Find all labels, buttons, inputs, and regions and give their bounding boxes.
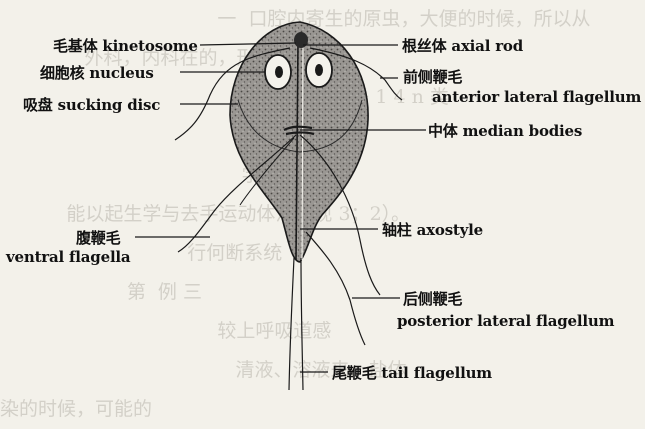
giardia-trophozoite-diagram — [0, 0, 645, 390]
label-ventral-en: ventral flagella — [6, 248, 130, 266]
nucleus-right — [306, 53, 332, 87]
label-axostyle: 轴柱 axostyle — [382, 219, 483, 240]
label-anterior-zh: 前侧鞭毛 — [403, 66, 462, 87]
tail-flagellum-right — [301, 258, 303, 390]
posterior-flagellum — [306, 232, 365, 345]
label-axial-rod: 根丝体 axial rod — [402, 35, 523, 56]
label-posterior-zh: 后侧鞭毛 — [403, 288, 462, 309]
label-sucking-disc: 吸盘 sucking disc — [23, 94, 160, 115]
label-kinetosome: 毛基体 kinetosome — [53, 35, 198, 56]
nucleus-left — [265, 55, 291, 89]
label-nucleus: 细胞核 nucleus — [40, 62, 154, 83]
label-median-bodies: 中体 median bodies — [428, 120, 582, 141]
label-ventral-zh: 腹鞭毛 — [76, 227, 120, 248]
label-anterior-en: anterior lateral flagellum — [432, 88, 641, 106]
tail-flagellum-left — [289, 258, 294, 390]
label-posterior-en: posterior lateral flagellum — [397, 312, 614, 330]
label-tail-flagellum: 尾鞭毛 tail flagellum — [332, 362, 492, 383]
